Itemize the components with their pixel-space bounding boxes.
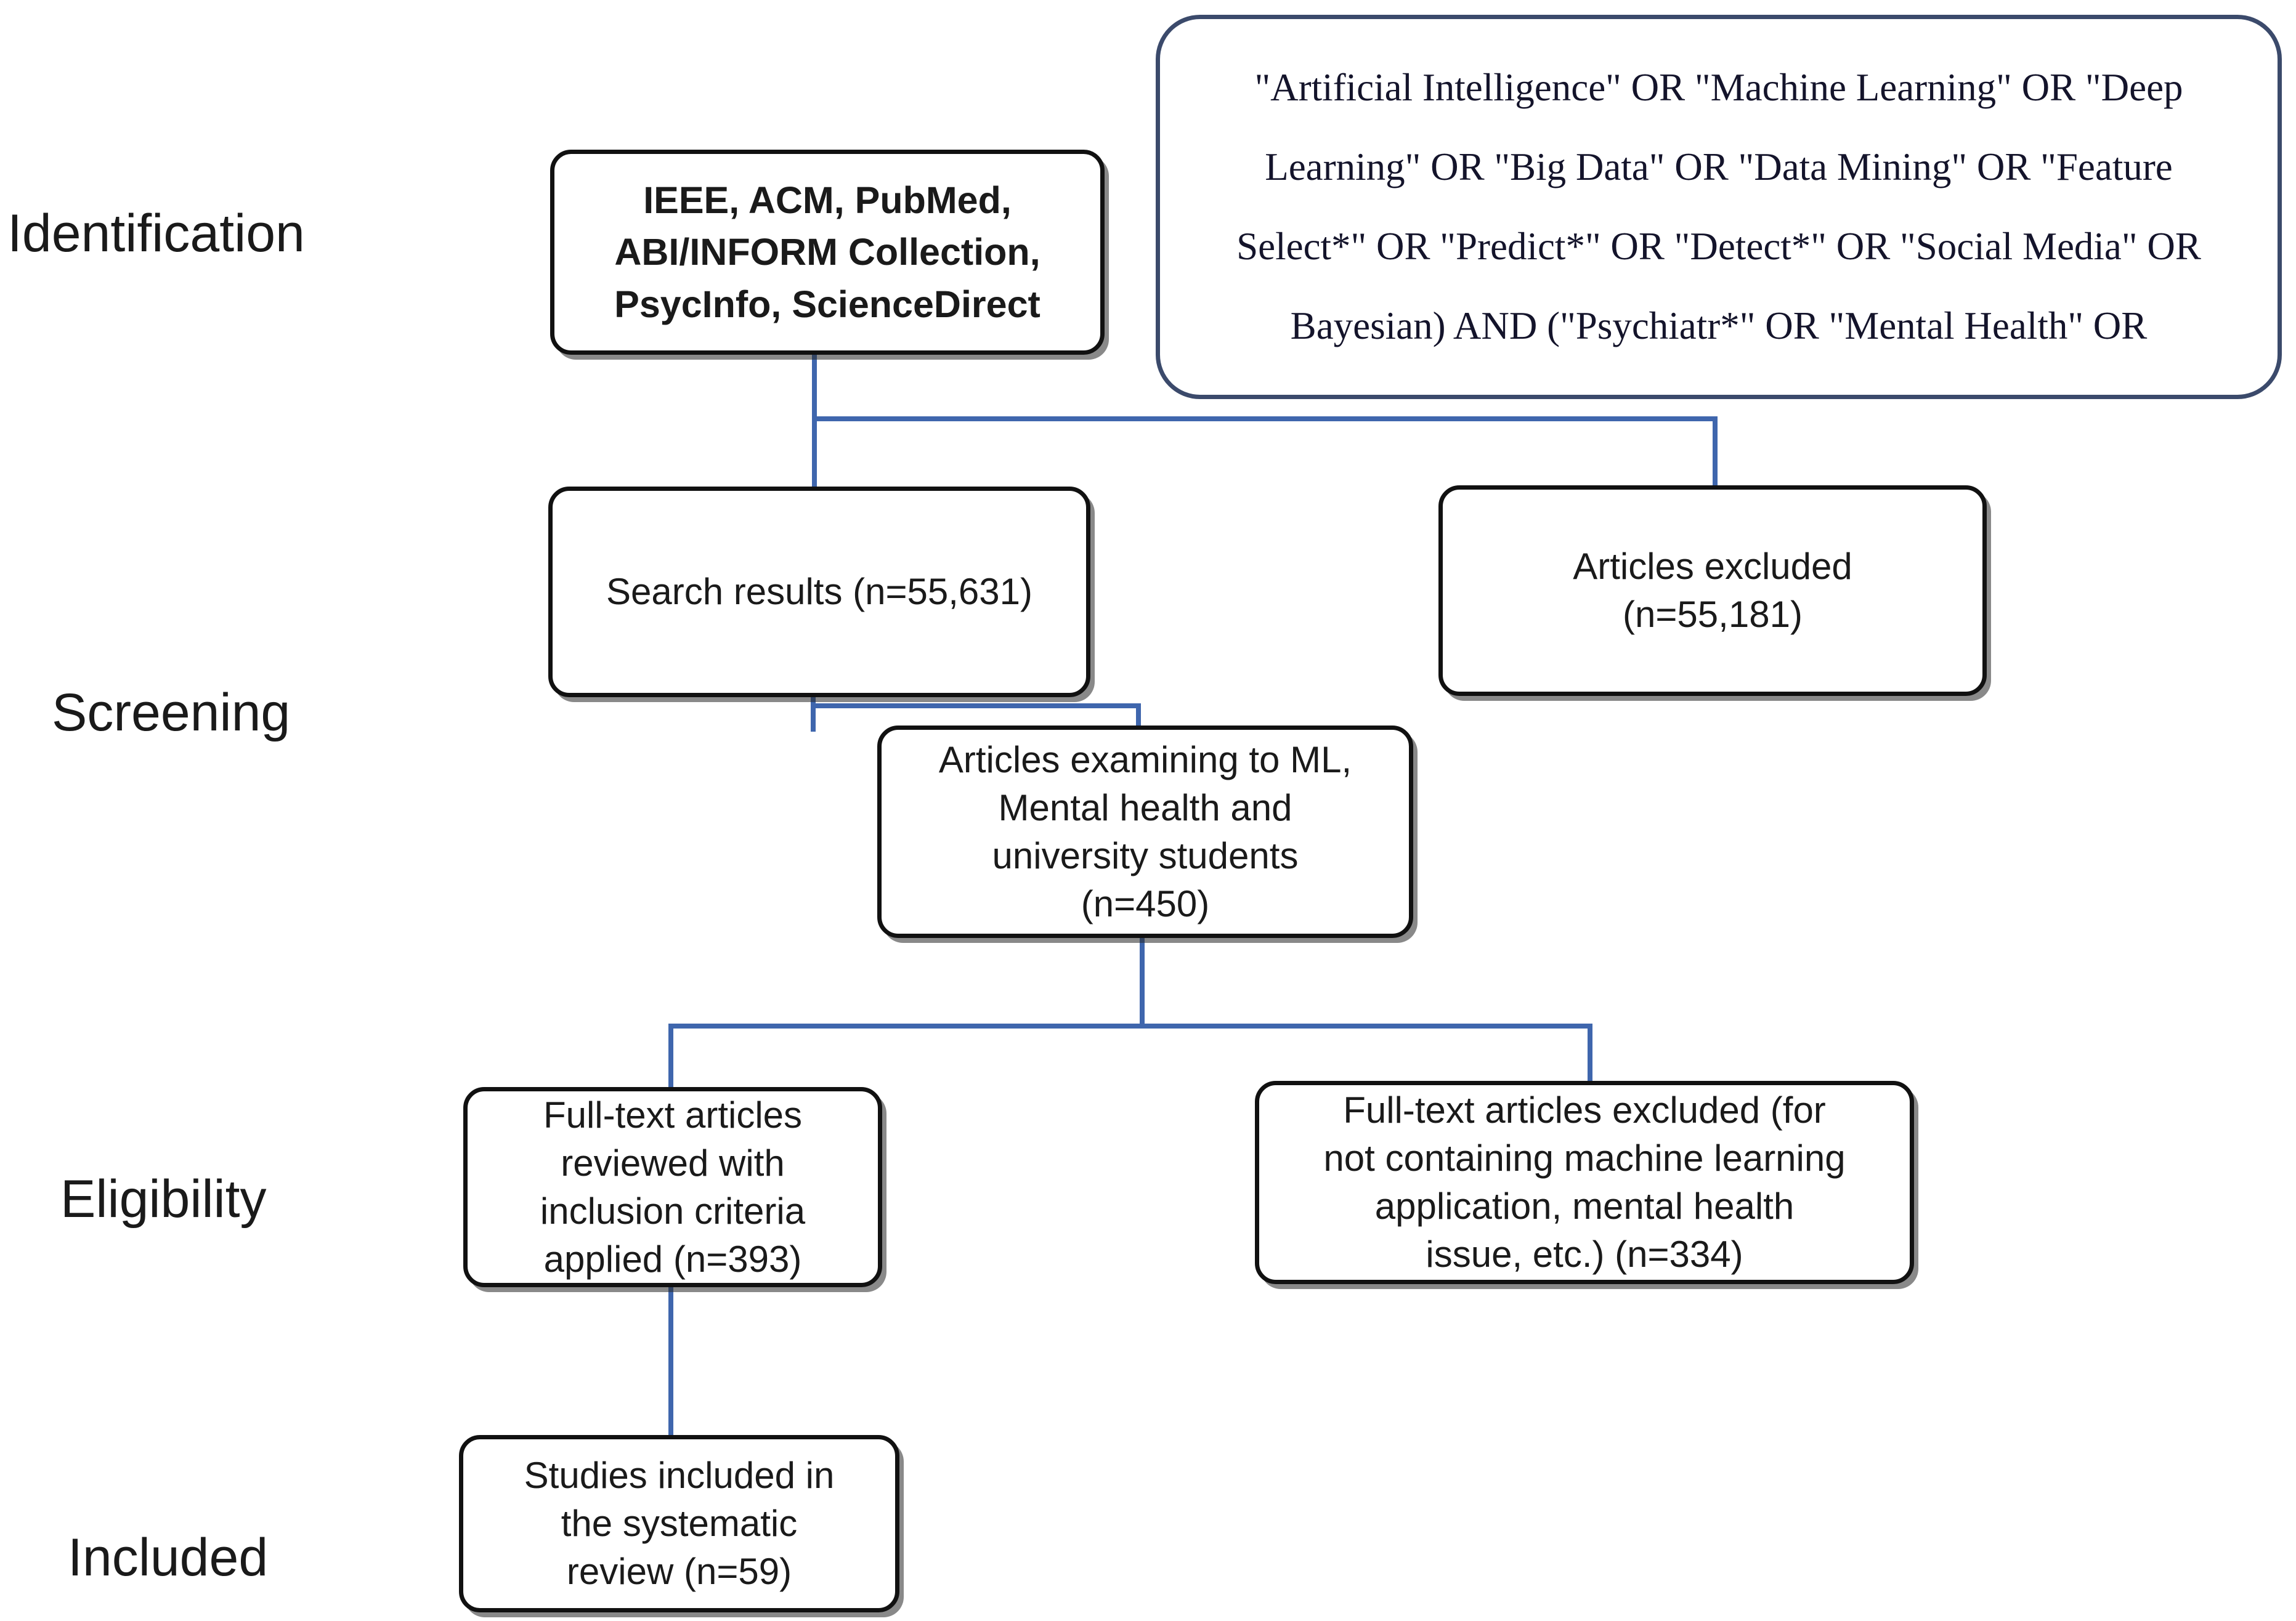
node-articles-excluded-text: Articles excluded (n=55,181): [1573, 546, 1852, 635]
node-fulltext-reviewed-text: Full-text articles reviewed with inclusi…: [540, 1094, 806, 1280]
node-fulltext-reviewed[interactable]: Full-text articles reviewed with inclusi…: [463, 1087, 882, 1287]
node-search-query-text: "Artificial Intelligence" OR "Machine Le…: [1236, 65, 2201, 348]
node-sources-text: IEEE, ACM, PubMed, ABI/INFORM Collection…: [614, 179, 1041, 325]
node-studies-included[interactable]: Studies included in the systematic revie…: [459, 1435, 899, 1612]
node-articles-examining[interactable]: Articles examining to ML, Mental health …: [877, 726, 1413, 938]
node-fulltext-excluded[interactable]: Full-text articles excluded (for not con…: [1255, 1081, 1914, 1284]
node-search-results[interactable]: Search results (n=55,631): [548, 487, 1090, 697]
connector-to-fulltext-excluded: [1588, 1024, 1592, 1085]
connector-sources-down: [812, 354, 817, 421]
connector-search-results-down: [811, 695, 816, 732]
connector-eligibility-split: [668, 1024, 1592, 1029]
connector-to-fulltext-reviewed: [668, 1024, 673, 1094]
connector-examining-down: [1140, 934, 1145, 1028]
stage-label-identification: Identification: [7, 204, 305, 263]
node-search-results-text: Search results (n=55,631): [606, 571, 1033, 612]
connector-to-studies-included: [668, 1284, 673, 1438]
connector-to-search-results: [812, 416, 817, 488]
node-fulltext-excluded-text: Full-text articles excluded (for not con…: [1323, 1089, 1846, 1275]
node-articles-excluded[interactable]: Articles excluded (n=55,181): [1438, 485, 1987, 696]
node-articles-examining-text: Articles examining to ML, Mental health …: [938, 738, 1352, 924]
connector-to-articles-excluded: [1713, 416, 1718, 488]
node-search-query[interactable]: "Artificial Intelligence" OR "Machine Le…: [1156, 15, 2282, 399]
connector-sources-split: [812, 416, 1718, 421]
node-sources[interactable]: IEEE, ACM, PubMed, ABI/INFORM Collection…: [550, 150, 1105, 355]
connector-to-articles-examining: [1136, 703, 1141, 734]
connector-search-results-bracket: [811, 703, 1141, 708]
stage-label-eligibility: Eligibility: [60, 1170, 267, 1229]
stage-label-included: Included: [68, 1528, 269, 1587]
stage-label-screening: Screening: [52, 683, 291, 742]
node-studies-included-text: Studies included in the systematic revie…: [524, 1455, 835, 1592]
